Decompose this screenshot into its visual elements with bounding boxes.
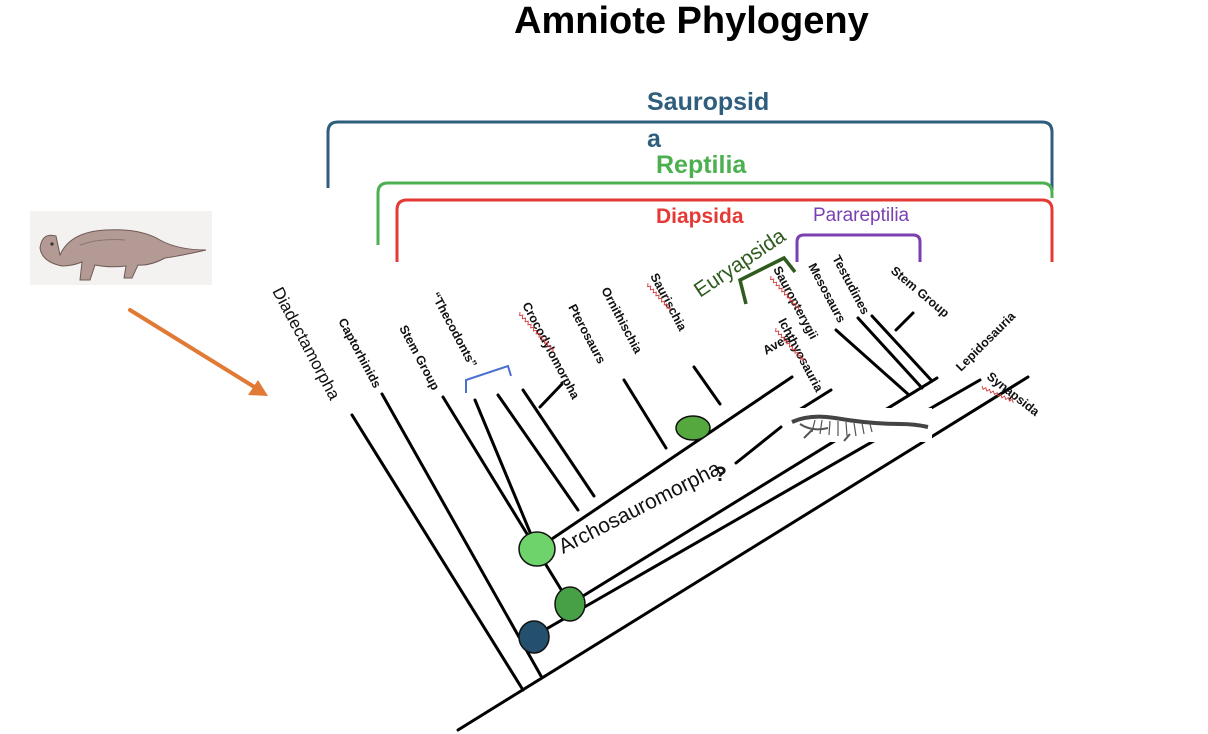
taxon-diadectamorpha: Diadectamorpha bbox=[268, 284, 344, 404]
taxon-pterosaurs: Pterosaurs bbox=[565, 302, 608, 366]
euryapsida-bracket bbox=[737, 255, 797, 305]
taxon-stem-group-1: Stem Group bbox=[396, 323, 442, 393]
sauropsida-label: Sauropsid bbox=[647, 88, 769, 116]
synapsid-animal-illustration bbox=[30, 211, 212, 285]
diapsida-bracket bbox=[395, 198, 1054, 262]
taxon-ornithischia: Ornithischia bbox=[598, 285, 645, 357]
diagram-title: Amniote Phylogeny bbox=[514, 0, 869, 42]
tree-branches bbox=[350, 311, 1030, 732]
node-amniota bbox=[518, 620, 550, 654]
node-reptilia bbox=[554, 586, 586, 622]
node-archosauromorpha bbox=[518, 531, 556, 567]
reptilia-label: Reptilia bbox=[656, 151, 747, 179]
taxon-lepidosauria: Lepidosauria bbox=[953, 308, 1019, 374]
ichthyosaur-skeleton-illustration bbox=[790, 408, 932, 442]
question-mark: ? bbox=[714, 463, 727, 486]
parareptilia-bracket bbox=[795, 233, 922, 262]
sauropsida-bracket bbox=[326, 120, 1054, 190]
node-archosauria bbox=[675, 415, 711, 441]
diapsida-label: Diapsida bbox=[656, 205, 744, 228]
parareptilia-label: Parareptilia bbox=[813, 205, 910, 226]
taxon-stem-group-2: Stem Group bbox=[888, 264, 952, 321]
taxon-captorhinids: Captorhinids bbox=[335, 316, 384, 391]
taxon-thecodonts: “Thecodonts” bbox=[428, 290, 479, 370]
arrow-icon bbox=[128, 308, 268, 396]
taxon-synapsida: Synapsida bbox=[984, 369, 1043, 419]
reptilia-bracket bbox=[376, 181, 1054, 245]
thecodonts-bracket bbox=[465, 364, 512, 393]
sauropsida-label-wrap: a bbox=[647, 125, 662, 153]
archosauromorpha-label: Archosauromorpha bbox=[555, 457, 725, 559]
taxon-saurischia: Saurischia bbox=[647, 271, 690, 334]
spellcheck-underlines bbox=[519, 275, 1014, 403]
